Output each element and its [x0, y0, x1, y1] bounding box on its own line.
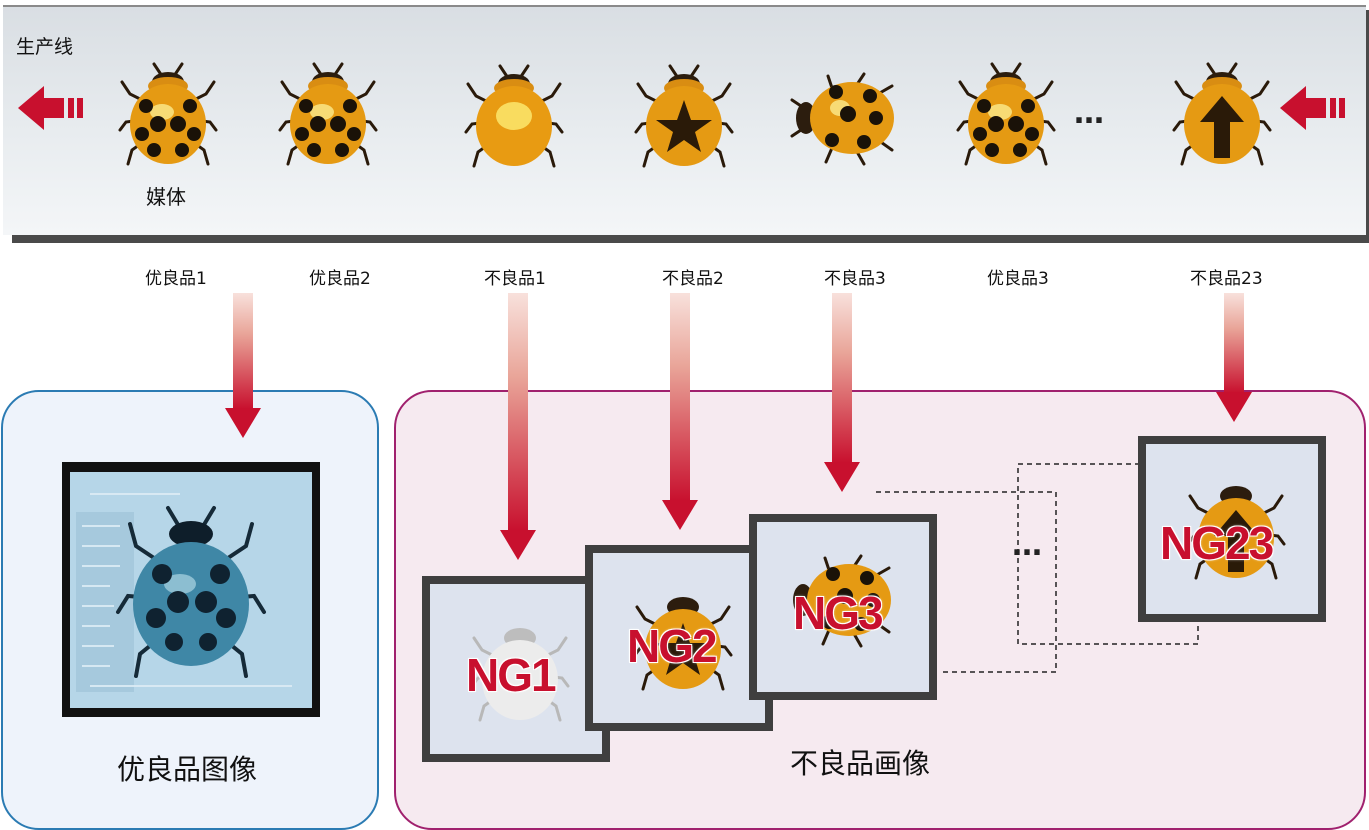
good-image-ladybug-icon [76, 493, 292, 692]
ladybug-good-2-icon [278, 62, 378, 166]
ng2-label: NG2 [627, 620, 718, 672]
ng1-frame: NG1 [422, 576, 610, 762]
ladybug-good-1-icon [118, 62, 218, 166]
good-image-title: 优良品图像 [117, 753, 258, 786]
medium-label: 媒体 [146, 185, 186, 209]
ng3-label: NG3 [793, 587, 884, 639]
item-label-good-3: 优良品3 [987, 269, 1049, 289]
item-label-ng-1: 不良品1 [484, 269, 546, 289]
ladybug-no-spots-icon [464, 64, 564, 168]
item-label-ng-23: 不良品23 [1190, 269, 1263, 289]
ng-image-title: 不良品画像 [790, 747, 931, 780]
left-arrow-icon [18, 86, 83, 130]
ng23-frame: NG23 [1138, 436, 1326, 622]
ladybug-arrow-icon [1172, 62, 1272, 166]
ladybug-rotated-icon [790, 72, 894, 166]
production-line-label: 生产线 [16, 36, 74, 58]
ladybug-faded-icon [470, 628, 570, 722]
ng-ellipsis: … [1012, 528, 1045, 563]
ng23-label: NG23 [1160, 517, 1274, 569]
line-ellipsis: … [1074, 96, 1107, 131]
ladybug-arrow-icon [1186, 486, 1286, 580]
left-arrow-icon [1280, 86, 1345, 130]
ng2-frame: NG2 [585, 545, 773, 731]
ng1-label: NG1 [466, 649, 557, 701]
monitor-screen [70, 472, 312, 708]
monitor-icon [62, 462, 320, 717]
ladybug-rotated-icon [793, 554, 891, 648]
ladybug-star-icon [634, 64, 734, 168]
item-label-good-1: 优良品1 [145, 269, 207, 289]
ladybug-star-icon [633, 597, 733, 691]
item-label-ng-3: 不良品3 [824, 269, 886, 289]
item-label-good-2: 优良品2 [309, 269, 371, 289]
ng3-frame: NG3 [749, 514, 937, 700]
item-label-ng-2: 不良品2 [662, 269, 724, 289]
ladybug-good-3-icon [956, 62, 1056, 166]
